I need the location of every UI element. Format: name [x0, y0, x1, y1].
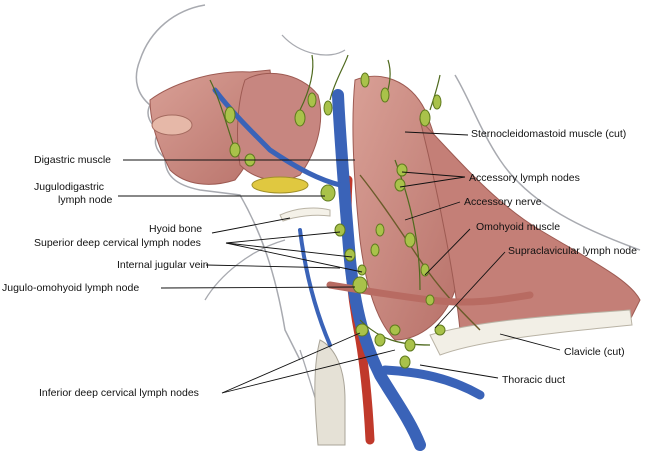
label-jugulodigastric-line2: lymph node: [58, 194, 113, 206]
masseter-muscle: [237, 72, 322, 181]
neck-back-outline: [454, 74, 641, 251]
trachea: [314, 339, 346, 446]
clavicle-bone: [429, 309, 633, 356]
ear-outline: [281, 34, 346, 56]
label-accessory-lymph-nodes: Accessory lymph nodes: [469, 172, 580, 184]
label-internal-jugular-vein: Internal jugular vein: [117, 259, 209, 271]
internal-jugular-vein: [332, 89, 426, 451]
subclavian-vein: [380, 365, 485, 400]
hyoid-bone: [279, 207, 331, 222]
submandibular-gland: [251, 176, 309, 194]
label-sternocleidomastoid: Sternocleidomastoid muscle (cut): [471, 128, 627, 140]
label-supraclavicular-node: Supraclavicular lymph node: [508, 245, 637, 257]
label-jugulo-omohyoid-node: Jugulo-omohyoid lymph node: [2, 282, 140, 294]
label-thoracic-duct: Thoracic duct: [502, 374, 566, 386]
lips: [151, 114, 193, 136]
label-inferior-deep-cervical: Inferior deep cervical lymph nodes: [39, 387, 199, 399]
label-jugulodigastric-line1: Jugulodigastric: [34, 181, 105, 193]
label-digastric-muscle: Digastric muscle: [34, 154, 112, 166]
label-clavicle: Clavicle (cut): [564, 346, 625, 358]
external-jugular-vein: [298, 228, 332, 347]
leader-lines: [118, 131, 561, 394]
accessory-nerve-path: [359, 174, 481, 331]
label-superior-deep-cervical: Superior deep cervical lymph nodes: [34, 237, 201, 249]
label-hyoid-bone: Hyoid bone: [149, 223, 203, 235]
lymph-nodes: [224, 72, 446, 369]
shoulder-outline: [204, 239, 331, 446]
label-omohyoid-muscle: Omohyoid muscle: [476, 221, 561, 233]
label-accessory-nerve: Accessory nerve: [464, 196, 542, 208]
